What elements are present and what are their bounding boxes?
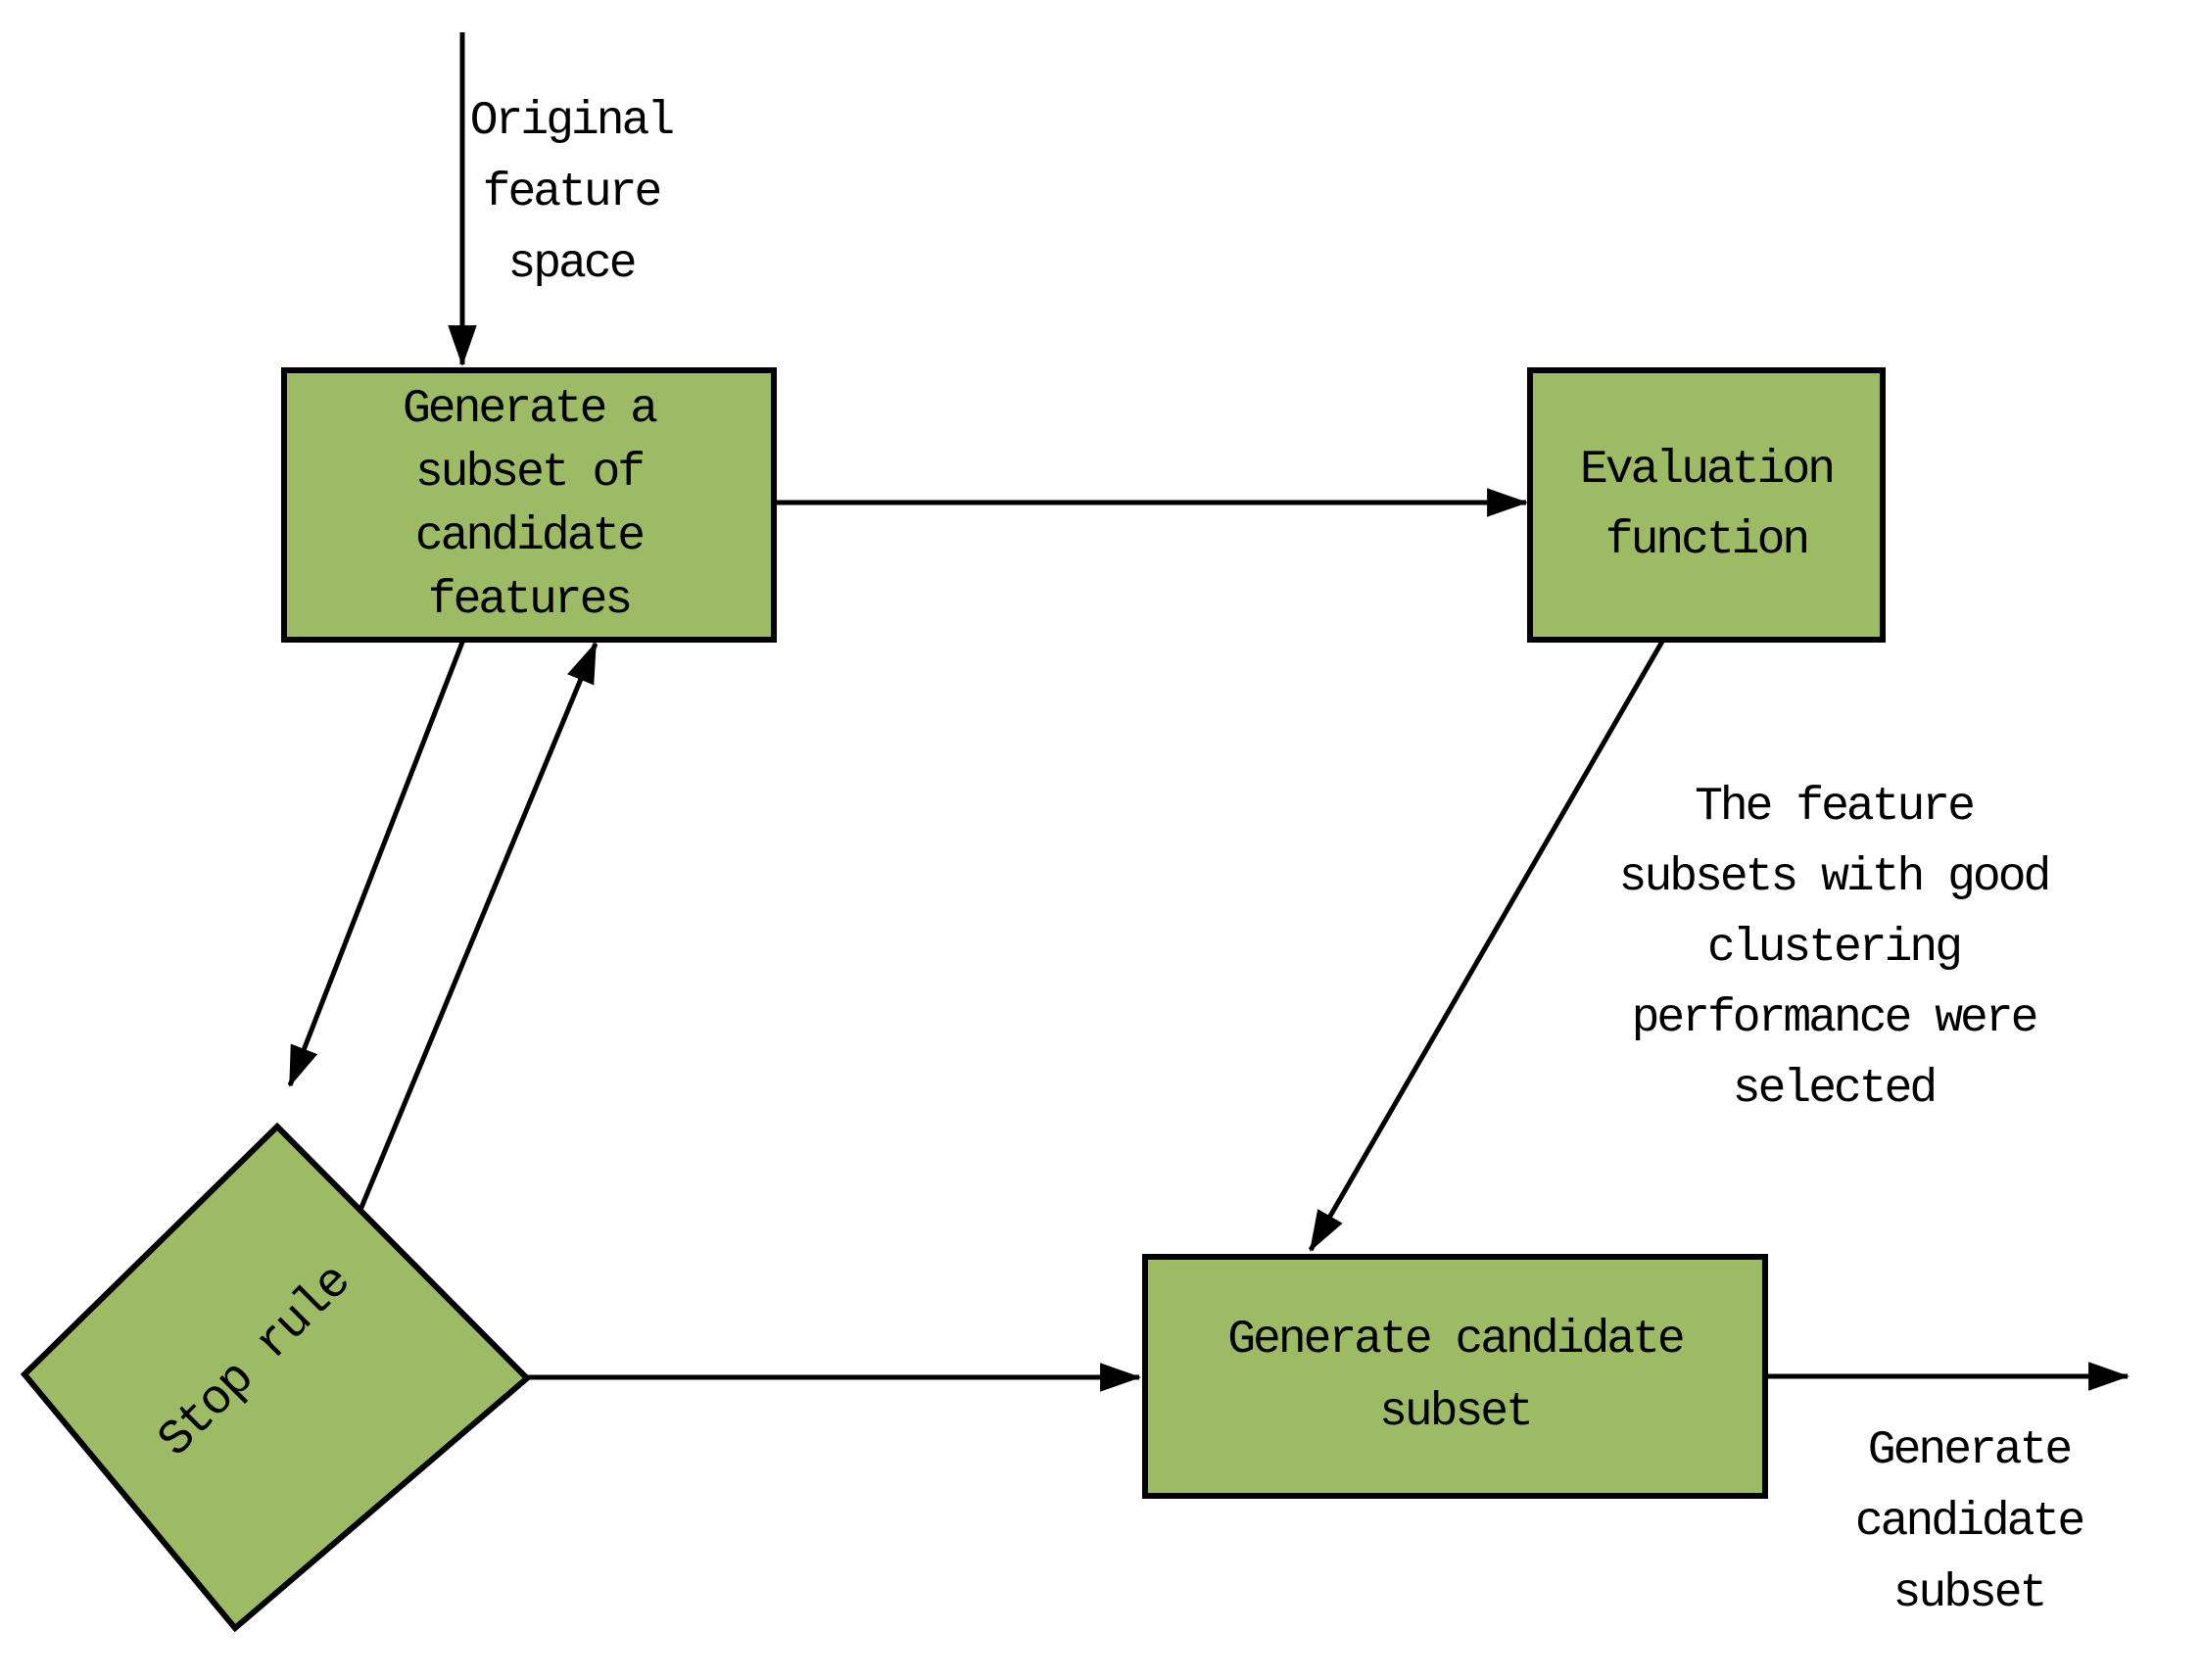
arrow-evaluation-to-generate-candidate — [1308, 638, 1666, 1252]
arrow-generate-subset-to-stop-rule — [287, 639, 466, 1087]
generate-subset-node-label: Generate a subset of candidate features — [402, 382, 658, 627]
arrows — [287, 32, 2130, 1392]
node-generate-candidate-box — [1142, 1254, 1768, 1499]
subsets-selected-annotation: The feature subsets with good clustering… — [1618, 781, 2052, 1116]
nodes — [20, 367, 1886, 1633]
node-generate-subset-box — [281, 367, 777, 643]
node-stop-rule-diamond — [20, 1122, 532, 1633]
output-generate-candidate-subset-label: Generate candidate subset — [1854, 1424, 2085, 1620]
generate-candidate-node-label: Generate candidate subset — [1227, 1314, 1685, 1439]
evaluation-node-label: Evaluation function — [1579, 443, 1836, 567]
arrow-stop-rule-to-generate-subset — [358, 642, 598, 1211]
original-feature-space-label: Original feature space — [469, 95, 675, 291]
node-evaluation-box — [1527, 367, 1886, 643]
